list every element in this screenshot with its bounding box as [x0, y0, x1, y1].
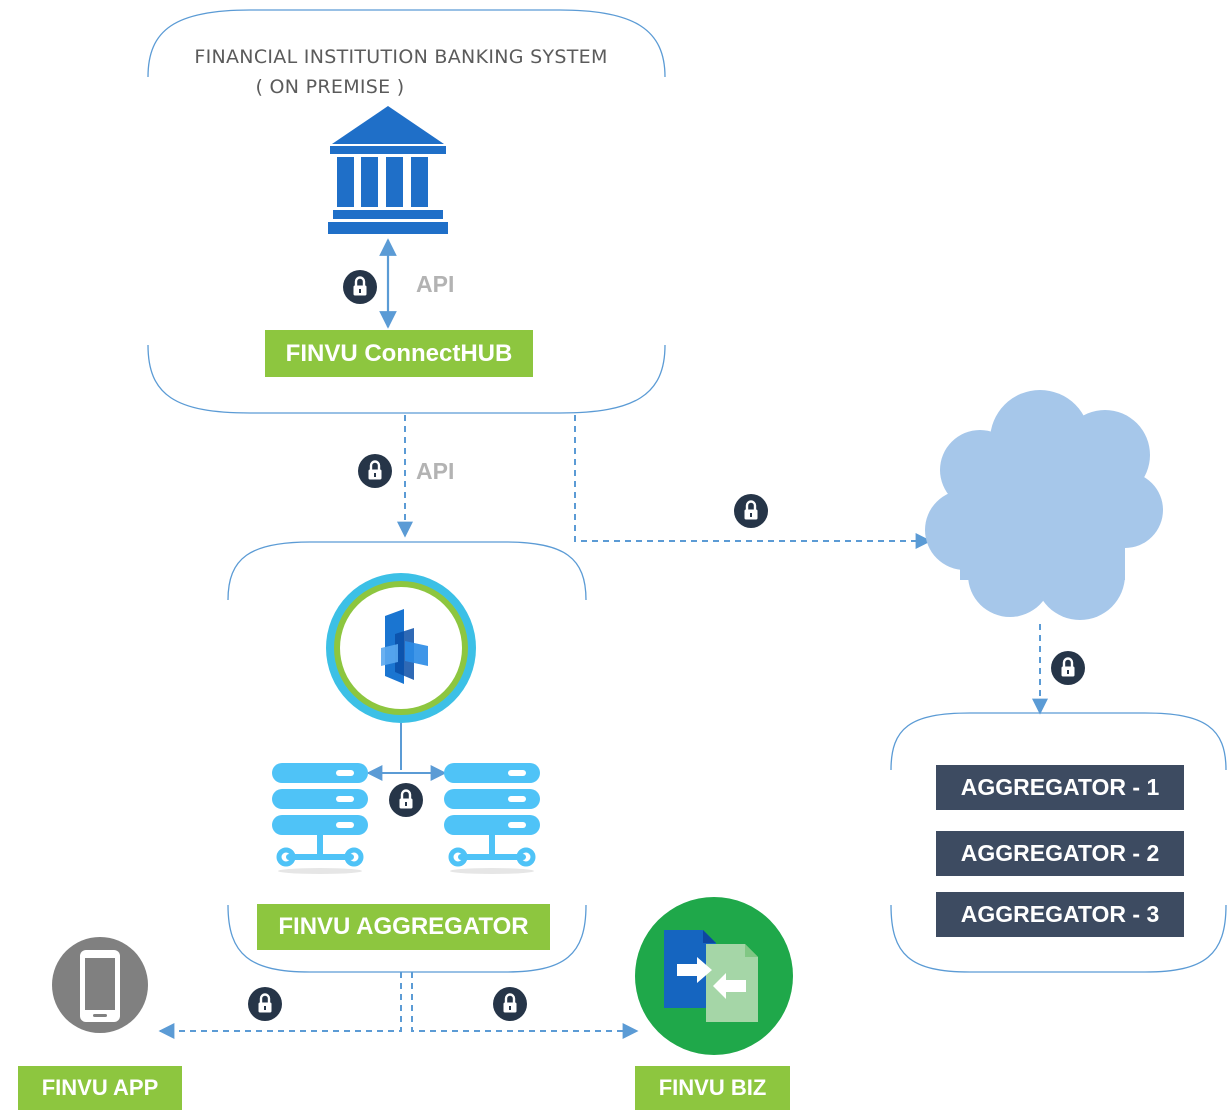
hub-to-cloud-connector — [574, 415, 932, 549]
aggregators-panel — [890, 712, 1227, 973]
banking-system-subtitle: ( ON PREMISE ) — [255, 76, 404, 98]
finvu-biz-box: FINVU BIZ — [635, 1066, 790, 1110]
server-rack-icon — [444, 763, 540, 874]
aggregator-1-box: AGGREGATOR - 1 — [936, 765, 1184, 810]
document-transfer-icon — [635, 897, 793, 1055]
padlock-icon — [491, 985, 529, 1023]
padlock-icon — [356, 452, 394, 490]
aggregator-3-box: AGGREGATOR - 3 — [936, 892, 1184, 937]
padlock-icon — [246, 985, 284, 1023]
cloud-icon — [925, 390, 1163, 620]
finvu-aggregator-panel — [227, 541, 587, 973]
padlock-icon — [387, 781, 425, 819]
server-rack-icon — [272, 763, 368, 874]
banking-system-title: FINANCIAL INSTITUTION BANKING SYSTEM — [194, 46, 607, 68]
padlock-icon — [341, 268, 379, 306]
connecthub-box: FINVU ConnectHUB — [265, 330, 533, 377]
banking-system-panel — [147, 9, 666, 414]
finvu-app-box: FINVU APP — [18, 1066, 182, 1110]
aggregator-to-app-connector — [158, 972, 402, 1039]
finvu-logo-icon — [326, 573, 476, 723]
bank-api-label: API — [416, 271, 454, 297]
aggregator-to-biz-connector — [411, 972, 639, 1039]
mobile-phone-icon — [52, 937, 148, 1033]
middle-api-label: API — [416, 458, 454, 484]
padlock-icon — [1049, 649, 1087, 687]
connectors — [158, 415, 1048, 1039]
finvu-aggregator-box: FINVU AGGREGATOR — [257, 904, 550, 950]
padlock-icon — [732, 492, 770, 530]
bank-building-icon — [328, 106, 448, 234]
aggregator-2-box: AGGREGATOR - 2 — [936, 831, 1184, 876]
